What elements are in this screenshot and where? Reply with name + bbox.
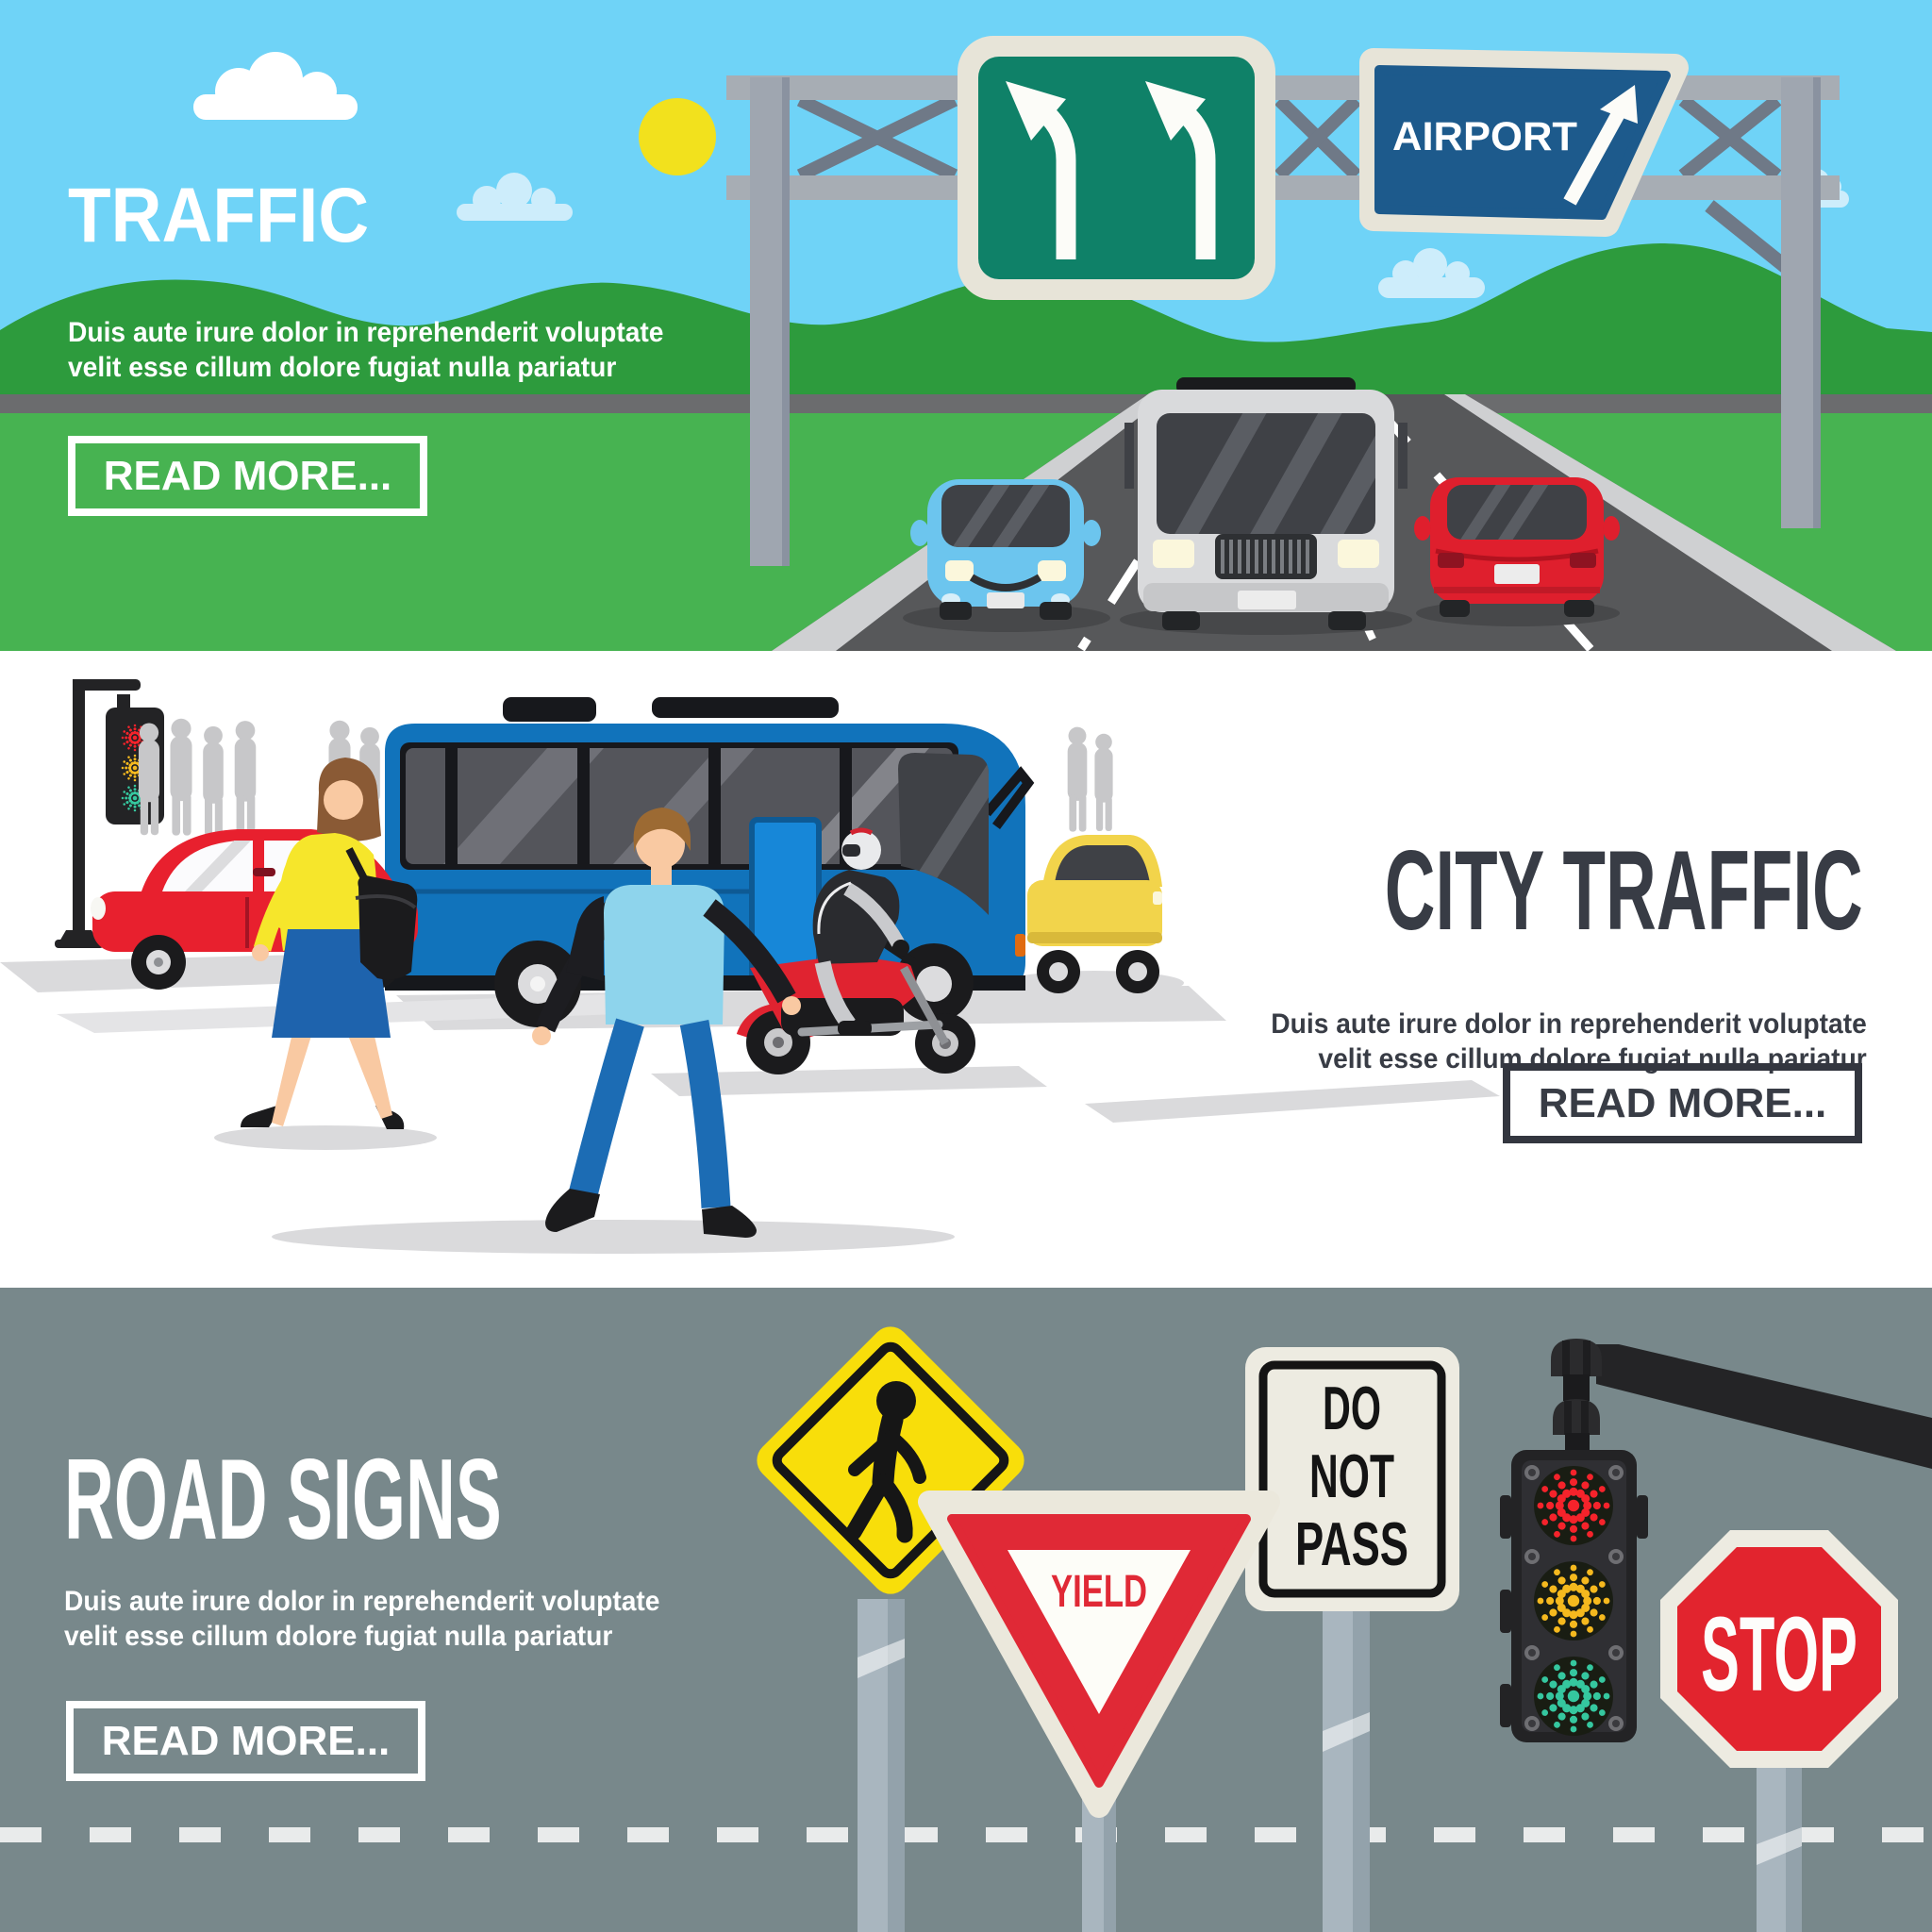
ground-shadows xyxy=(0,951,1500,1254)
helmet-icon xyxy=(841,830,881,870)
banner-road-signs: DO NOT PASS YIELD xyxy=(0,1288,1932,1932)
cloud xyxy=(193,52,358,120)
motorcyclist xyxy=(736,827,975,1074)
stop-sign: STOP xyxy=(1660,1530,1898,1768)
do-not-pass-line: NOT xyxy=(1309,1441,1394,1510)
banner2-title: CITY TRAFFIC xyxy=(1385,827,1863,954)
yield-sign: YIELD xyxy=(918,1491,1280,1818)
banner2-read-more-button[interactable]: READ MORE... xyxy=(1503,1063,1862,1143)
banner-city-traffic: CITY TRAFFIC Duis aute irure dolor in re… xyxy=(0,651,1932,1288)
left-curve-arrow-icon xyxy=(1145,81,1216,259)
city-street-illustration xyxy=(0,679,1500,1254)
banner1-read-more-button[interactable]: READ MORE... xyxy=(68,436,427,516)
cloud xyxy=(1378,248,1485,298)
stop-sign-label: STOP xyxy=(1701,1595,1857,1713)
do-not-pass-sign: DO NOT PASS xyxy=(1245,1347,1459,1611)
sign-poles xyxy=(858,1599,1802,1932)
road-signs-illustration: DO NOT PASS YIELD xyxy=(0,1288,1932,1932)
do-not-pass-line: PASS xyxy=(1295,1509,1408,1578)
cloud xyxy=(457,173,573,221)
left-curve-arrow-icon xyxy=(1006,81,1076,259)
sun xyxy=(639,98,716,175)
up-right-arrow-icon xyxy=(1563,85,1638,206)
signal-lights xyxy=(1534,1466,1613,1736)
highway-illustration: AIRPORT xyxy=(0,0,1932,651)
walking-man xyxy=(532,808,801,1238)
screws xyxy=(1524,1465,1624,1731)
airport-sign-label: AIRPORT xyxy=(1392,114,1577,159)
banner1-title: TRAFFIC xyxy=(68,173,370,258)
lane-guide-sign xyxy=(958,36,1275,300)
yield-sign-label: YIELD xyxy=(1051,1567,1147,1617)
banner3-title: ROAD SIGNS xyxy=(64,1435,502,1563)
banner3-description: Duis aute irure dolor in reprehenderit v… xyxy=(64,1586,660,1652)
red-car xyxy=(1414,477,1620,626)
taxi xyxy=(1027,835,1162,993)
do-not-pass-line: DO xyxy=(1323,1374,1381,1442)
hills xyxy=(0,243,1932,420)
banner-traffic: AIRPORT TRAFFIC Duis aute irure dolor in… xyxy=(0,0,1932,651)
airport-sign: AIRPORT xyxy=(1359,48,1689,237)
traffic-light xyxy=(1500,1339,1932,1742)
banner3-read-more-button[interactable]: READ MORE... xyxy=(66,1701,425,1781)
white-truck xyxy=(1120,377,1412,635)
banner1-description: Duis aute irure dolor in reprehenderit v… xyxy=(68,317,664,383)
walking-person-icon xyxy=(845,1381,926,1543)
horizon-road-strip xyxy=(0,394,1932,415)
blue-car xyxy=(903,479,1110,632)
walking-woman xyxy=(241,758,418,1129)
